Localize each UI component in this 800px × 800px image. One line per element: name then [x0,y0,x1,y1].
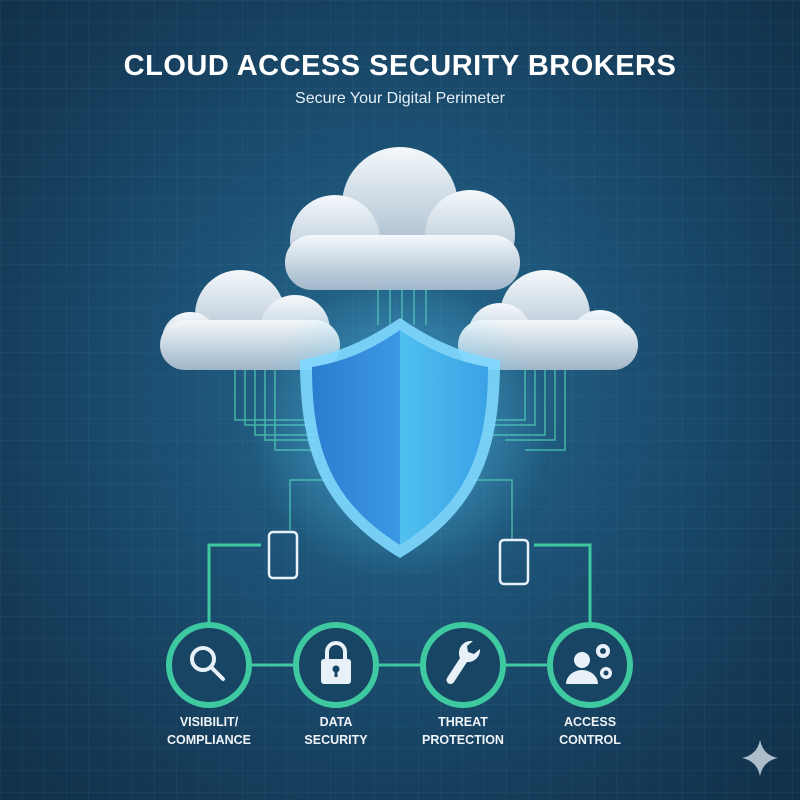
page-title: CLOUD ACCESS SECURITY BROKERS [123,50,677,82]
feature-data-security: DATA SECURITY [266,713,406,749]
feature-threat-protection: THREAT PROTECTION [393,713,533,749]
page-subtitle: Secure Your Digital Perimeter [295,90,505,107]
feature-visibility-compliance: VISIBILIT/COMPLIANCE [139,713,279,749]
label-line: DATA [319,715,353,729]
wrench-icon [446,641,481,685]
label-line: THREAT [438,715,488,729]
label-line: CONTROL [559,733,621,747]
label-line: VISIBILIT/ [179,715,239,729]
label-line: SECURITY [304,733,368,747]
user-gears-icon [566,644,612,684]
mobile-device-icon [267,530,530,586]
feature-access-control: ACCESS CONTROL [520,713,660,749]
label-line: COMPLIANCE [166,733,252,747]
shield-icon [300,318,500,558]
label-line: ACCESS [563,715,617,729]
center-cloud [285,147,520,290]
connector-lines [207,543,592,667]
label-line: PROTECTION [422,733,504,747]
padlock-icon [321,641,351,684]
sparkle-icon [742,740,778,776]
magnifier-icon [190,646,225,681]
